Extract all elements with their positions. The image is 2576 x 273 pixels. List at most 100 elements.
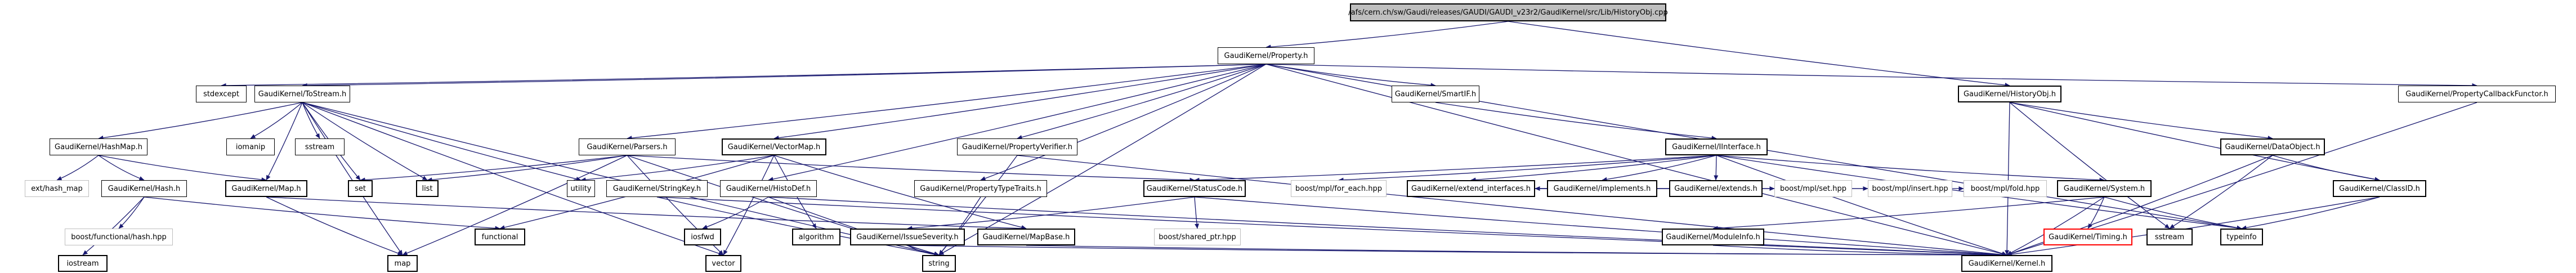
node-label: GaudiKernel/Kernel.h [1968, 259, 2046, 268]
node-label: GaudiKernel/Parsers.h [587, 142, 668, 151]
include-edge [627, 64, 1267, 141]
node-label: GaudiKernel/MapBase.h [982, 232, 1070, 241]
node-label: GaudiKernel/HistoDef.h [726, 184, 811, 193]
include-edge [266, 196, 403, 256]
graph-node-gaudikernel-statuscode-h[interactable]: GaudiKernel/StatusCode.h [1143, 180, 1246, 197]
node-label: boost/shared_ptr.hpp [1159, 232, 1236, 241]
node-label: GaudiKernel/Map.h [231, 184, 301, 193]
node-label: typeinfo [2226, 232, 2257, 241]
node-label: GaudiKernel/ToStream.h [258, 89, 347, 99]
graph-node-gaudikernel-kernel-h[interactable]: GaudiKernel/Kernel.h [1961, 255, 2052, 272]
include-edge [250, 102, 303, 139]
include-edge [302, 102, 403, 256]
include-edge [2005, 102, 2010, 256]
include-edge [723, 155, 775, 256]
graph-node-gaudikernel-iinterface-h[interactable]: GaudiKernel/IInterface.h [1665, 138, 1768, 155]
node-label: boost/mpl/set.hpp [1779, 184, 1847, 193]
graph-node-functional: functional [475, 229, 525, 245]
graph-node-boost-mpl-fold-hpp: boost/mpl/fold.hpp [1964, 180, 2047, 197]
graph-node-algorithm: algorithm [792, 229, 840, 245]
include-edge [1194, 155, 1717, 182]
include-edge [1026, 245, 2007, 257]
include-edge [302, 102, 724, 256]
include-edge [402, 155, 628, 256]
node-label: iomanip [235, 142, 266, 151]
node-label: sstream [2154, 232, 2185, 241]
graph-node-gaudikernel-hashmap-h[interactable]: GaudiKernel/HashMap.h [50, 138, 147, 155]
node-label: list [422, 184, 433, 193]
graph-node-gaudikernel-vectormap-h[interactable]: GaudiKernel/VectorMap.h [722, 138, 826, 155]
include-edge [266, 196, 1027, 231]
node-label: GaudiKernel/HashMap.h [55, 142, 142, 151]
include-edge [98, 102, 303, 140]
include-edge [118, 196, 145, 229]
node-label: sstream [305, 142, 335, 151]
graph-title-node: /afs/cern.ch/sw/Gaudi/releases/GAUDI/GAU… [1348, 3, 1668, 21]
include-edge [627, 155, 1195, 182]
include-edge [1265, 64, 2477, 88]
include-edge [302, 64, 1267, 88]
graph-node-gaudikernel-classid-h[interactable]: GaudiKernel/ClassID.h [2333, 180, 2426, 197]
include-edge [2272, 155, 2380, 182]
graph-node-gaudikernel-propertyverifier-h[interactable]: GaudiKernel/PropertyVerifier.h [957, 138, 1077, 155]
include-edge [1716, 155, 2105, 182]
node-label: GaudiKernel/extend_interfaces.h [1411, 184, 1531, 193]
graph-node-gaudikernel-propertycallbackfunctor-h[interactable]: GaudiKernel/PropertyCallbackFunctor.h [2398, 86, 2556, 102]
graph-node-gaudikernel-tostream-h[interactable]: GaudiKernel/ToStream.h [254, 86, 350, 102]
graph-node-list: list [416, 180, 439, 197]
graph-node-gaudikernel-extends-h[interactable]: GaudiKernel/extends.h [1669, 180, 1763, 197]
graph-node-boost-mpl-set-hpp: boost/mpl/set.hpp [1774, 180, 1852, 197]
graph-node-gaudikernel-moduleinfo-h[interactable]: GaudiKernel/ModuleInfo.h [1662, 229, 1764, 245]
graph-node-gaudikernel-stringkey-h[interactable]: GaudiKernel/StringKey.h [606, 180, 708, 197]
node-label: GaudiKernel/extends.h [1674, 184, 1757, 193]
graph-node-boost-shared-ptr-hpp: boost/shared_ptr.hpp [1154, 229, 1241, 245]
graph-node-typeinfo: typeinfo [2220, 229, 2263, 245]
node-label: boost/mpl/insert.hpp [1872, 184, 1948, 193]
include-edge [768, 196, 940, 256]
include-edge [302, 102, 320, 139]
graph-node-gaudikernel-propertytypetraits-h[interactable]: GaudiKernel/PropertyTypeTraits.h [914, 180, 1047, 197]
include-edge [2241, 196, 2380, 230]
include-edge [1508, 21, 2010, 88]
node-label: GaudiKernel/SmartIF.h [1394, 89, 1477, 99]
include-edge [1017, 155, 2007, 257]
graph-node-gaudikernel-parsers-h[interactable]: GaudiKernel/Parsers.h [579, 138, 676, 155]
graph-node-gaudikernel-mapbase-h[interactable]: GaudiKernel/MapBase.h [977, 229, 1075, 245]
graph-node-gaudikernel-map-h[interactable]: GaudiKernel/Map.h [225, 180, 307, 197]
graph-node-gaudikernel-historyobj-h[interactable]: GaudiKernel/HistoryObj.h [1958, 86, 2061, 102]
graph-node-gaudikernel-hash-h[interactable]: GaudiKernel/Hash.h [101, 180, 187, 197]
node-label: GaudiKernel/PropertyCallbackFunctor.h [2405, 89, 2548, 99]
include-edge [427, 155, 628, 182]
graph-node-gaudikernel-implements-h[interactable]: GaudiKernel/implements.h [1547, 180, 1657, 197]
graph-node-gaudikernel-smartif-h[interactable]: GaudiKernel/SmartIF.h [1392, 86, 1479, 102]
node-label: GaudiKernel/IInterface.h [1672, 142, 1761, 151]
node-label: GaudiKernel/StatusCode.h [1146, 184, 1243, 193]
node-label: utility [570, 184, 592, 193]
graph-node-iomanip: iomanip [226, 138, 275, 155]
graph-node-gaudikernel-dataobject-h[interactable]: GaudiKernel/DataObject.h [2220, 138, 2325, 155]
graph-node-gaudikernel-timing-h[interactable]: GaudiKernel/Timing.h [2043, 229, 2132, 245]
node-label: GaudiKernel/implements.h [1553, 184, 1651, 193]
graph-node-gaudikernel-property-h[interactable]: GaudiKernel/Property.h [1218, 47, 1314, 64]
include-edge [221, 64, 1267, 88]
include-edge [1265, 64, 2007, 256]
include-edge [2009, 102, 2170, 229]
graph-node-gaudikernel-issueseverity-h[interactable]: GaudiKernel/IssueSeverity.h [850, 229, 965, 245]
node-label: GaudiKernel/ModuleInfo.h [1666, 232, 1760, 241]
node-label: GaudiKernel/Property.h [1224, 51, 1308, 60]
graph-node-gaudikernel-system-h[interactable]: GaudiKernel/System.h [2057, 180, 2152, 197]
include-edge [1194, 196, 2007, 257]
include-edge [56, 155, 99, 181]
include-edge [656, 196, 940, 257]
graph-node-gaudikernel-histodef-h[interactable]: GaudiKernel/HistoDef.h [720, 180, 817, 197]
include-edge [302, 102, 428, 181]
include-edge [656, 196, 2007, 257]
node-label: boost/functional/hash.hpp [71, 232, 167, 241]
node-label: GaudiKernel/PropertyVerifier.h [962, 142, 1072, 151]
node-label: map [394, 259, 411, 268]
include-edge [98, 155, 145, 181]
graph-node-gaudikernel-extend-interfaces-h[interactable]: GaudiKernel/extend_interfaces.h [1407, 180, 1535, 197]
node-label: GaudiKernel/DataObject.h [2225, 142, 2320, 151]
graph-node-sstream: sstream [295, 138, 345, 155]
include-edge [938, 196, 981, 256]
